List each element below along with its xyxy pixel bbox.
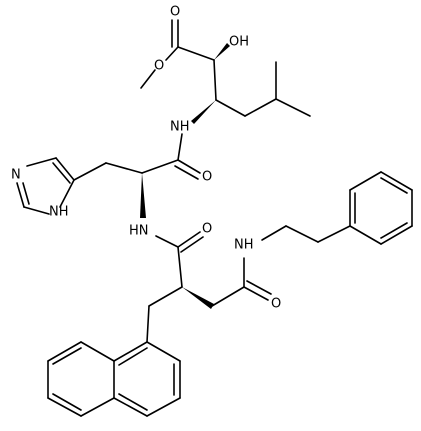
bond-ester-o-carbonyl	[165, 46, 179, 61]
bond-amide1-to-his-calpha	[141, 159, 179, 174]
naph-l-2	[47, 341, 82, 362]
atom-label-imidazole-n: N	[11, 168, 21, 183]
atom-label-amide-o-2: O	[202, 222, 212, 237]
phenyl-bond-5	[380, 225, 413, 245]
bond-nh-ethyl-1	[261, 225, 287, 241]
naph-r-1	[146, 341, 181, 362]
wedge-to-ch2-amide	[182, 287, 214, 309]
atom-label-carbonyl-o-top: O	[170, 5, 180, 20]
bond-amide-carbonyl-1a	[177, 159, 201, 174]
bond-amide-carbonyl-2b	[180, 236, 204, 253]
bond-ch2-ch	[244, 98, 277, 117]
imid-c4-c5	[55, 157, 75, 181]
naph-l-1	[80, 341, 115, 362]
bond-cbeta-ch2	[215, 99, 246, 117]
bond-amide-carbonyl-3b	[246, 280, 272, 295]
phenyl-bond-6	[349, 225, 382, 245]
naph-l-4	[47, 397, 82, 417]
atom-label-amide-hn-2: HN	[129, 224, 149, 239]
naph-r-3	[146, 397, 181, 417]
atom-label-ester-o: O	[154, 59, 164, 74]
imid-c5-n	[26, 157, 57, 167]
imid-nh-c4	[59, 179, 75, 208]
bond-his-calpha-cbeta	[105, 162, 143, 174]
imid-n-c2-inner	[22, 182, 30, 205]
atom-label-amide-o-3: O	[271, 297, 281, 312]
bond-cbeta-imidazole	[73, 162, 107, 181]
bond-ethyl-to-phenyl	[317, 225, 351, 243]
imid-c4-c5-inner	[52, 162, 71, 184]
imid-c2-nh	[23, 206, 50, 215]
naph-r-6-inner	[118, 347, 148, 366]
atom-label-imidazole-nh: NH	[49, 205, 69, 220]
naph-r-4-inner	[118, 393, 148, 411]
naph-l-5	[80, 397, 115, 417]
naph-r-6	[113, 341, 148, 362]
bond-methyl-ester	[140, 69, 156, 89]
bond-ethyl-2	[285, 225, 319, 243]
imid-n-c2	[16, 182, 25, 208]
wedge-to-amide-nh	[191, 100, 216, 124]
phenyl-bond-3	[380, 171, 413, 191]
atom-label-hydroxyl: OH	[229, 35, 249, 50]
phenyl-bond-5-inner	[380, 222, 408, 239]
phenyl-bond-3-inner	[380, 177, 408, 194]
naph-r-4	[113, 397, 148, 417]
bond-amide2-to-calpha	[177, 246, 183, 288]
bond-ch-me-2	[275, 98, 311, 117]
bond-calpha-cbeta	[213, 59, 217, 101]
bond-nh-amide-carbon-1	[177, 133, 183, 161]
naph-l-4-inner	[52, 393, 82, 411]
bond-ch2-amide-carbon-3	[211, 286, 245, 307]
atom-label-amide-nh-3: NH	[234, 238, 254, 253]
bond-hn-amide-carbon-2	[155, 235, 179, 248]
bond-amide-carbonyl-2a	[177, 231, 201, 248]
bond-calpha-ch2-naph	[148, 286, 183, 307]
naph-l-2-inner	[52, 347, 82, 365]
atom-label-amide-nh-1: NH	[170, 120, 190, 135]
wedge-to-hydroxyl	[214, 43, 230, 60]
wedge-his-to-nh	[140, 173, 146, 218]
bond-carbonyl-calpha	[177, 46, 215, 61]
bond-ch2-naph	[146, 305, 150, 343]
bond-amide-carbonyl-1b	[174, 165, 199, 180]
phenyl-bond-2	[349, 171, 382, 191]
bond-amide-carbonyl-3a	[243, 286, 269, 301]
atom-label-amide-o-1: O	[202, 170, 212, 185]
